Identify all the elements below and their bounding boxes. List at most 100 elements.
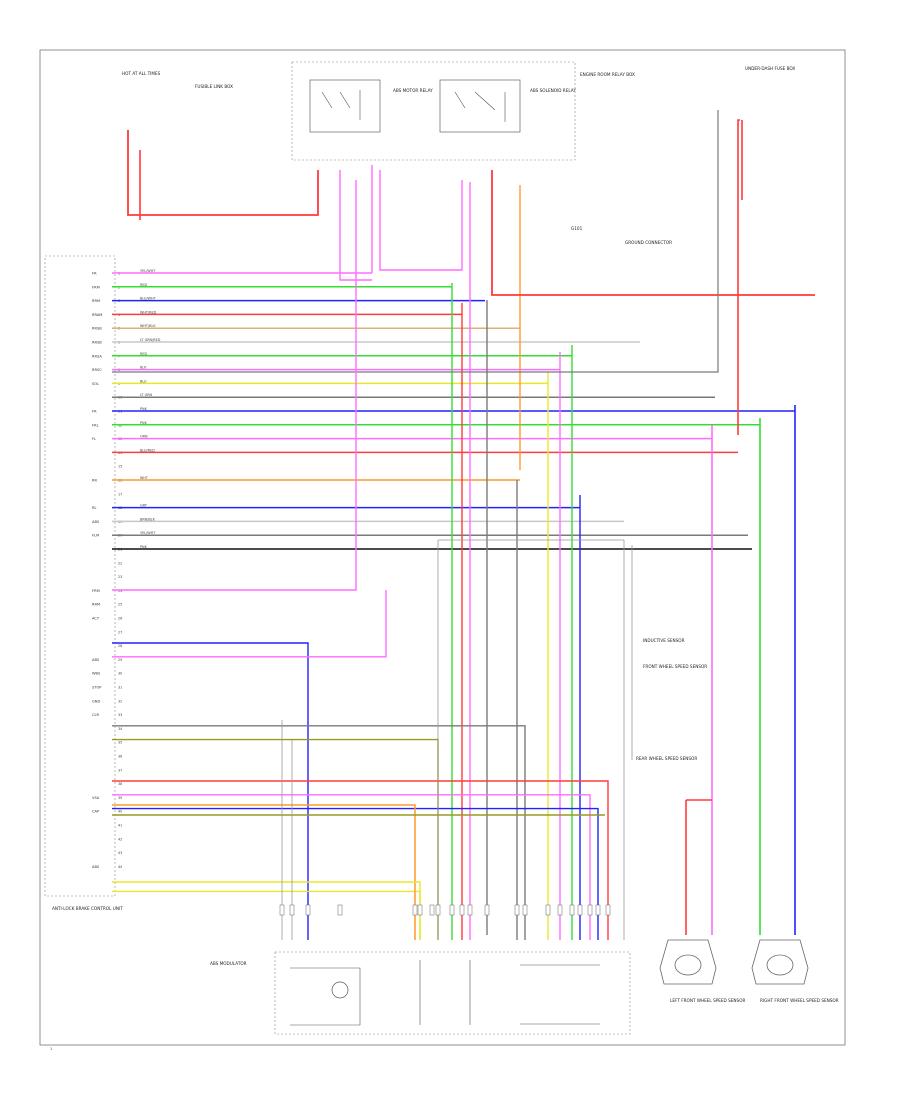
pin-label: FRM	[92, 589, 100, 593]
pin-number: 34	[118, 727, 122, 731]
connector-pin	[514, 904, 520, 916]
connector-pin	[417, 904, 423, 916]
pin-number: 38	[118, 782, 122, 786]
connector-pin	[569, 904, 575, 916]
connector-pin	[484, 904, 490, 916]
wire-label: WHT/RED	[140, 310, 157, 314]
wire-label: BLU	[140, 379, 147, 383]
pin-number: 43	[118, 851, 122, 855]
wire-lower-2	[112, 725, 526, 940]
relay-2-switch	[454, 91, 506, 122]
power-feed-a	[127, 130, 319, 216]
relay-2-box	[439, 79, 521, 133]
pin-number: 41	[118, 824, 122, 828]
wire-label: GRY	[140, 504, 148, 508]
wire-lower-yellow	[112, 881, 421, 940]
diagram-border	[39, 49, 846, 1046]
pin-label: ABS	[92, 520, 100, 524]
pin-number: 36	[118, 755, 122, 759]
wire-label: PNK	[140, 545, 148, 549]
page-number: 1	[50, 1047, 52, 1051]
power-feed-c	[491, 170, 815, 296]
wire-lower-orange	[112, 804, 416, 940]
pin-label: CAP	[92, 810, 100, 814]
wire-label: LT GRN	[140, 393, 153, 397]
wire-lower-7	[112, 890, 421, 940]
pin-number: 26	[118, 617, 122, 621]
connector-pin	[605, 904, 611, 916]
connector-pin	[429, 904, 435, 916]
abs-relay-1-label: ABS MOTOR RELAY	[393, 88, 433, 93]
pin-number: 17	[118, 492, 122, 496]
wire-label: RED	[140, 352, 147, 356]
connector-pin	[337, 904, 343, 916]
connector-pin	[595, 904, 601, 916]
pin-label: ABS	[92, 865, 100, 869]
connector-pin	[449, 904, 455, 916]
pin-number: 29	[118, 658, 122, 662]
pin-label: CLR	[92, 713, 100, 717]
wire-lower-5	[112, 794, 591, 940]
pin-label: RR	[92, 479, 97, 483]
connector-pin	[545, 904, 551, 916]
wire-lower-3	[112, 738, 439, 940]
pin-label: RRAM	[92, 313, 102, 317]
ground-feed	[112, 110, 719, 373]
wire-label: BLK	[140, 366, 147, 370]
connector-pin	[467, 904, 473, 916]
modulator-motor-icon	[331, 981, 349, 999]
pin-number: 24	[118, 589, 122, 593]
pin-label: FR	[92, 410, 97, 414]
pin-number: 25	[118, 603, 122, 607]
wire-lower-4	[112, 780, 609, 940]
wire-label: RED	[140, 283, 147, 287]
wire-lower-6	[112, 807, 599, 940]
relay-1-box	[309, 79, 381, 133]
pin-label: RRSB	[92, 341, 102, 345]
pin-number: 37	[118, 768, 122, 772]
wire-lower-1	[112, 590, 387, 658]
pin-number: 33	[118, 713, 122, 717]
pin-label: FRL	[92, 423, 99, 427]
connector-pin	[279, 904, 285, 916]
pin-number: 44	[118, 865, 122, 869]
abs-relay-2-label: ABS SOLENOID RELAY	[530, 88, 576, 93]
relay-1-switch	[321, 90, 361, 120]
pin-number: 27	[118, 630, 122, 634]
pin-number: 40	[118, 810, 122, 814]
pin-label: SOL	[92, 382, 99, 386]
wire-label: ORN	[140, 435, 148, 439]
pin-label: FR	[92, 272, 97, 276]
wire-label: WHT/BLK	[140, 324, 156, 328]
pin-label: RRSA	[92, 354, 102, 358]
under-dash-label: UNDER-DASH FUSE BOX	[745, 66, 795, 71]
relay-link-b	[339, 170, 372, 281]
rf-sensor-label: RIGHT FRONT WHEEL SPEED SENSOR	[760, 998, 839, 1003]
connector-pin	[522, 904, 528, 916]
wire-label: YEL/WHT	[140, 531, 156, 535]
inductive-sensor-label: INDUCTIVE SENSOR	[643, 638, 685, 643]
pin-label: RRM	[92, 299, 100, 303]
relay-box-enclosure	[291, 61, 576, 161]
wire-label: BLU/WHT	[140, 297, 157, 301]
wire-label: YEL/WHT	[140, 269, 156, 273]
rear-sensor-note: REAR WHEEL SPEED SENSOR	[636, 756, 697, 761]
wire-label: WHT	[140, 476, 149, 480]
lf-sensor-wire-b	[737, 119, 740, 435]
pin-label: FRM	[92, 285, 100, 289]
pin-number: 42	[118, 837, 122, 841]
relay-link-a	[379, 170, 463, 271]
front-sensor-note: FRONT WHEEL SPEED SENSOR	[643, 664, 707, 669]
pin-number: 35	[118, 741, 122, 745]
fuse-block-label: FUSIBLE LINK BOX	[195, 84, 233, 89]
pin-number: 28	[118, 644, 122, 648]
connector-pin	[587, 904, 593, 916]
pin-number: 22	[118, 561, 122, 565]
pin-number: 23	[118, 575, 122, 579]
pin-label: RRM	[92, 603, 100, 607]
ecu-connector	[44, 255, 116, 897]
pin-label: RL	[92, 506, 97, 510]
pin-label: VSA	[92, 796, 100, 800]
modulator-inner	[290, 960, 600, 1026]
